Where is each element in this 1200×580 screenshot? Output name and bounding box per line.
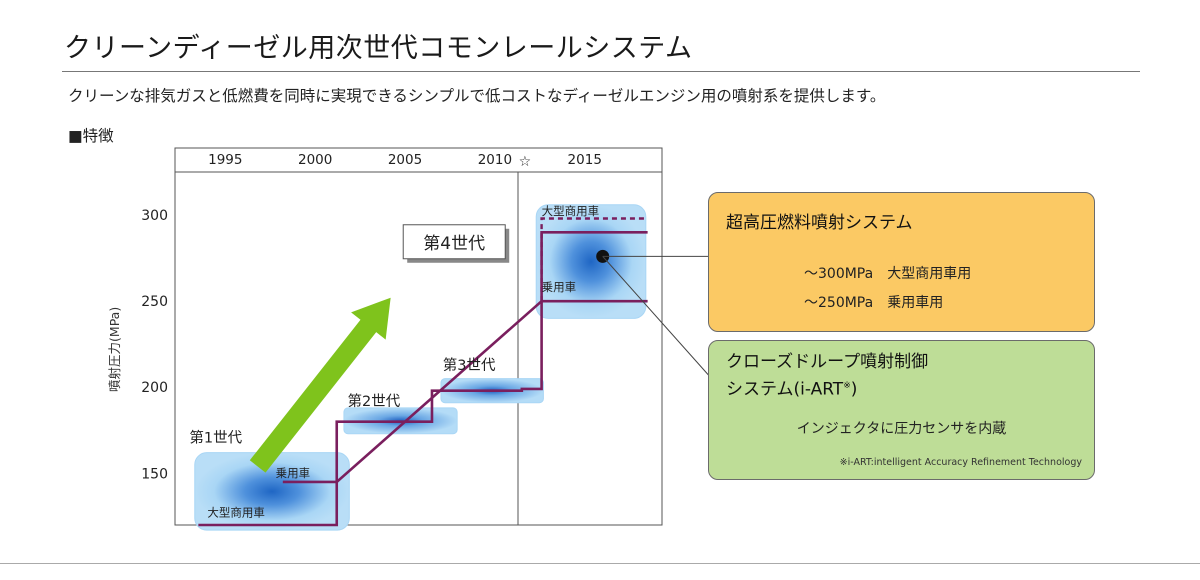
y-tick-label: 150 [141, 466, 168, 482]
footnote-mark: ※ [843, 381, 851, 391]
y-tick-label: 200 [141, 380, 168, 396]
generation-label: 第1世代 [189, 428, 242, 446]
year-header [174, 147, 663, 173]
x-tick-label: 1995 [208, 152, 242, 168]
x-tick-label: 2000 [298, 152, 332, 168]
closed-loop-callout: クローズドループ噴射制御 システム(i-ART※) インジェクタに圧力センサを内… [708, 340, 1095, 480]
gen4-heavy-dashed-line [540, 217, 648, 302]
progress-arrow [249, 297, 391, 473]
spec-heavy-vehicle: ～300MPa 大型商用車用 [804, 266, 972, 282]
pressure-line-passenger [282, 299, 648, 484]
y-tick-label: 250 [141, 294, 168, 310]
callout-description: インジェクタに圧力センサを内蔵 [796, 421, 1007, 437]
connector-green [602, 256, 713, 380]
feature-heading: ■特徴 [68, 127, 114, 145]
callout-title-line2: システム(i-ART [726, 379, 844, 400]
callout-title-line1: クローズドループ噴射制御 [726, 352, 929, 372]
y-axis-label: 噴射圧力(MPa) [107, 307, 122, 392]
gen4-label-box [402, 224, 506, 260]
generation-label: 第2世代 [348, 392, 401, 410]
vehicle-label-passenger: 乗用車 [542, 280, 577, 294]
ultra-high-pressure-callout: 超高圧燃料噴射システム ～300MPa 大型商用車用 ～250MPa 乗用車用 [708, 192, 1095, 332]
pressure-line-heavy [198, 230, 648, 527]
y-tick-label: 300 [141, 208, 168, 224]
spec-passenger-car: ～250MPa 乗用車用 [804, 295, 944, 311]
vehicle-label-heavy: 大型商用車 [207, 505, 265, 519]
x-tick-label: 2015 [568, 152, 602, 168]
vehicle-label-heavy: 大型商用車 [542, 204, 600, 218]
generation-label: 第3世代 [443, 356, 496, 374]
generation-label: 第4世代 [423, 234, 485, 254]
x-tick-label: 2005 [388, 152, 422, 168]
lead-text: クリーンな排気ガスと低燃費を同時に実現できるシンプルで低コストなディーゼルエンジ… [68, 87, 886, 105]
page-title: クリーンディーゼル用次世代コモンレールシステム [64, 33, 693, 64]
callout-title-close: ) [850, 379, 858, 400]
vehicle-label-passenger: 乗用車 [276, 466, 311, 480]
callout-title: クローズドループ噴射制御 システム(i-ART※) [726, 350, 928, 402]
callout-footnote: ※i-ART:intelligent Accuracy Refinement T… [839, 457, 1082, 468]
callout-title: 超高圧燃料噴射システム [726, 213, 913, 233]
title-divider [62, 71, 1140, 72]
bottom-divider [0, 563, 1200, 564]
star-marker: ☆ [519, 154, 532, 170]
x-tick-label: 2010 [478, 152, 512, 168]
